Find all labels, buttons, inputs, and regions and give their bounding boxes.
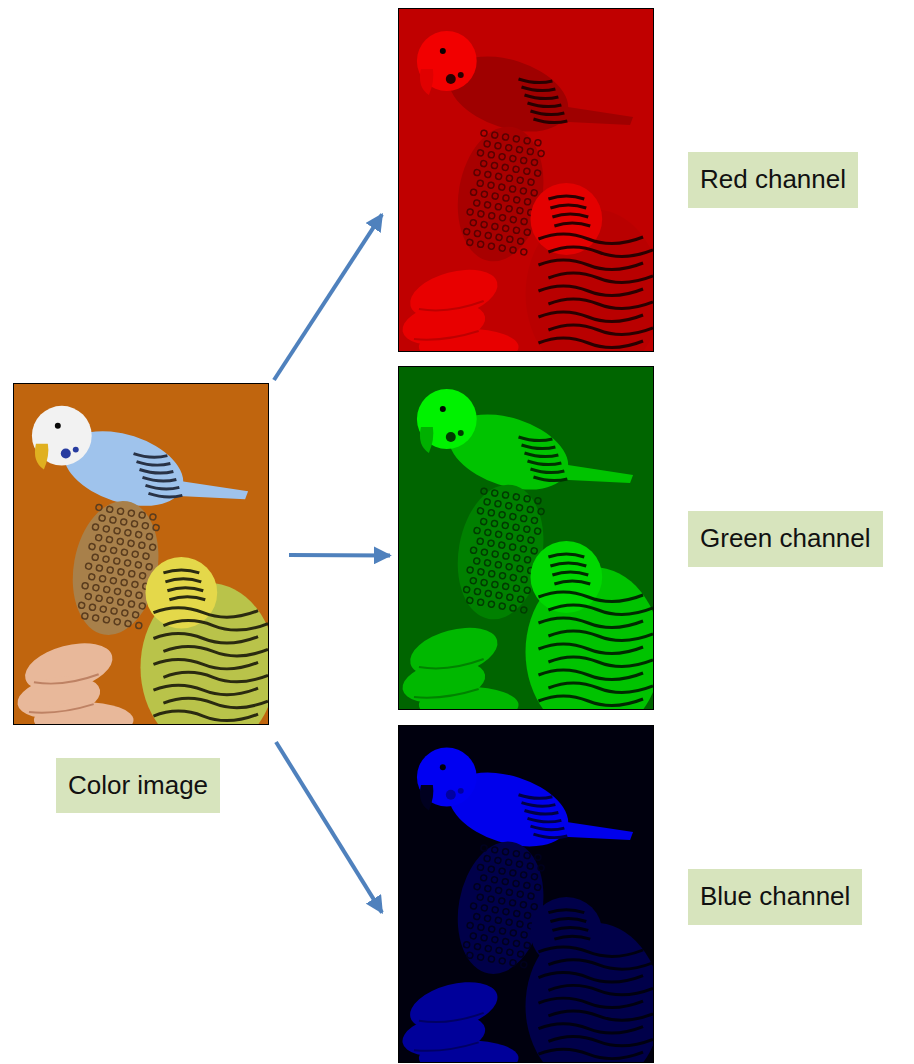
bird-head <box>530 897 602 968</box>
photo-part <box>538 554 653 706</box>
photo-part <box>446 432 456 442</box>
image-frame: Green channel <box>398 366 654 710</box>
photo-part <box>414 301 484 340</box>
image-frame: Red channel <box>398 8 654 352</box>
photo-part <box>420 785 433 811</box>
photo-part <box>440 764 446 770</box>
photo-part <box>446 74 456 84</box>
photo-part <box>458 788 464 794</box>
bird-head <box>530 541 602 613</box>
image-frame: Blue channel <box>398 725 654 1063</box>
photo-part <box>29 674 99 712</box>
photo-part <box>76 504 161 629</box>
arrow-connector <box>276 742 382 913</box>
caption-label: Color image <box>56 758 220 813</box>
photo-illustration <box>14 384 268 724</box>
photo-part <box>61 449 71 459</box>
photo-part <box>458 430 464 436</box>
photo-part <box>519 795 568 838</box>
arrow-connector <box>274 214 382 380</box>
bird-head <box>145 557 217 629</box>
photo-part <box>55 423 61 429</box>
photo-part <box>519 79 568 123</box>
photo-illustration <box>399 726 653 1062</box>
photo-part <box>538 910 653 1059</box>
photo-illustration <box>399 9 653 351</box>
photo-part <box>35 444 48 470</box>
photo-part <box>461 130 546 256</box>
photo-part <box>519 437 568 481</box>
photo-part <box>538 196 653 348</box>
caption-label: Green channel <box>688 511 883 566</box>
photo-part <box>134 454 183 497</box>
photo-part <box>461 488 546 614</box>
photo-part <box>461 845 546 968</box>
caption-label: Blue channel <box>688 869 862 924</box>
photo-part <box>446 790 456 800</box>
photo-part <box>153 570 268 721</box>
image-frame: Color image <box>13 383 269 725</box>
bird-head <box>530 183 602 255</box>
arrow-connector <box>289 553 390 558</box>
caption-label: Red channel <box>688 152 858 207</box>
photo-part <box>420 427 433 453</box>
photo-part <box>440 406 446 412</box>
photo-illustration <box>399 367 653 709</box>
photo-part <box>420 69 433 95</box>
photo-part <box>414 659 484 698</box>
photo-part <box>73 447 79 453</box>
photo-part <box>458 72 464 78</box>
photo-part <box>414 1013 484 1051</box>
photo-part <box>440 48 446 54</box>
